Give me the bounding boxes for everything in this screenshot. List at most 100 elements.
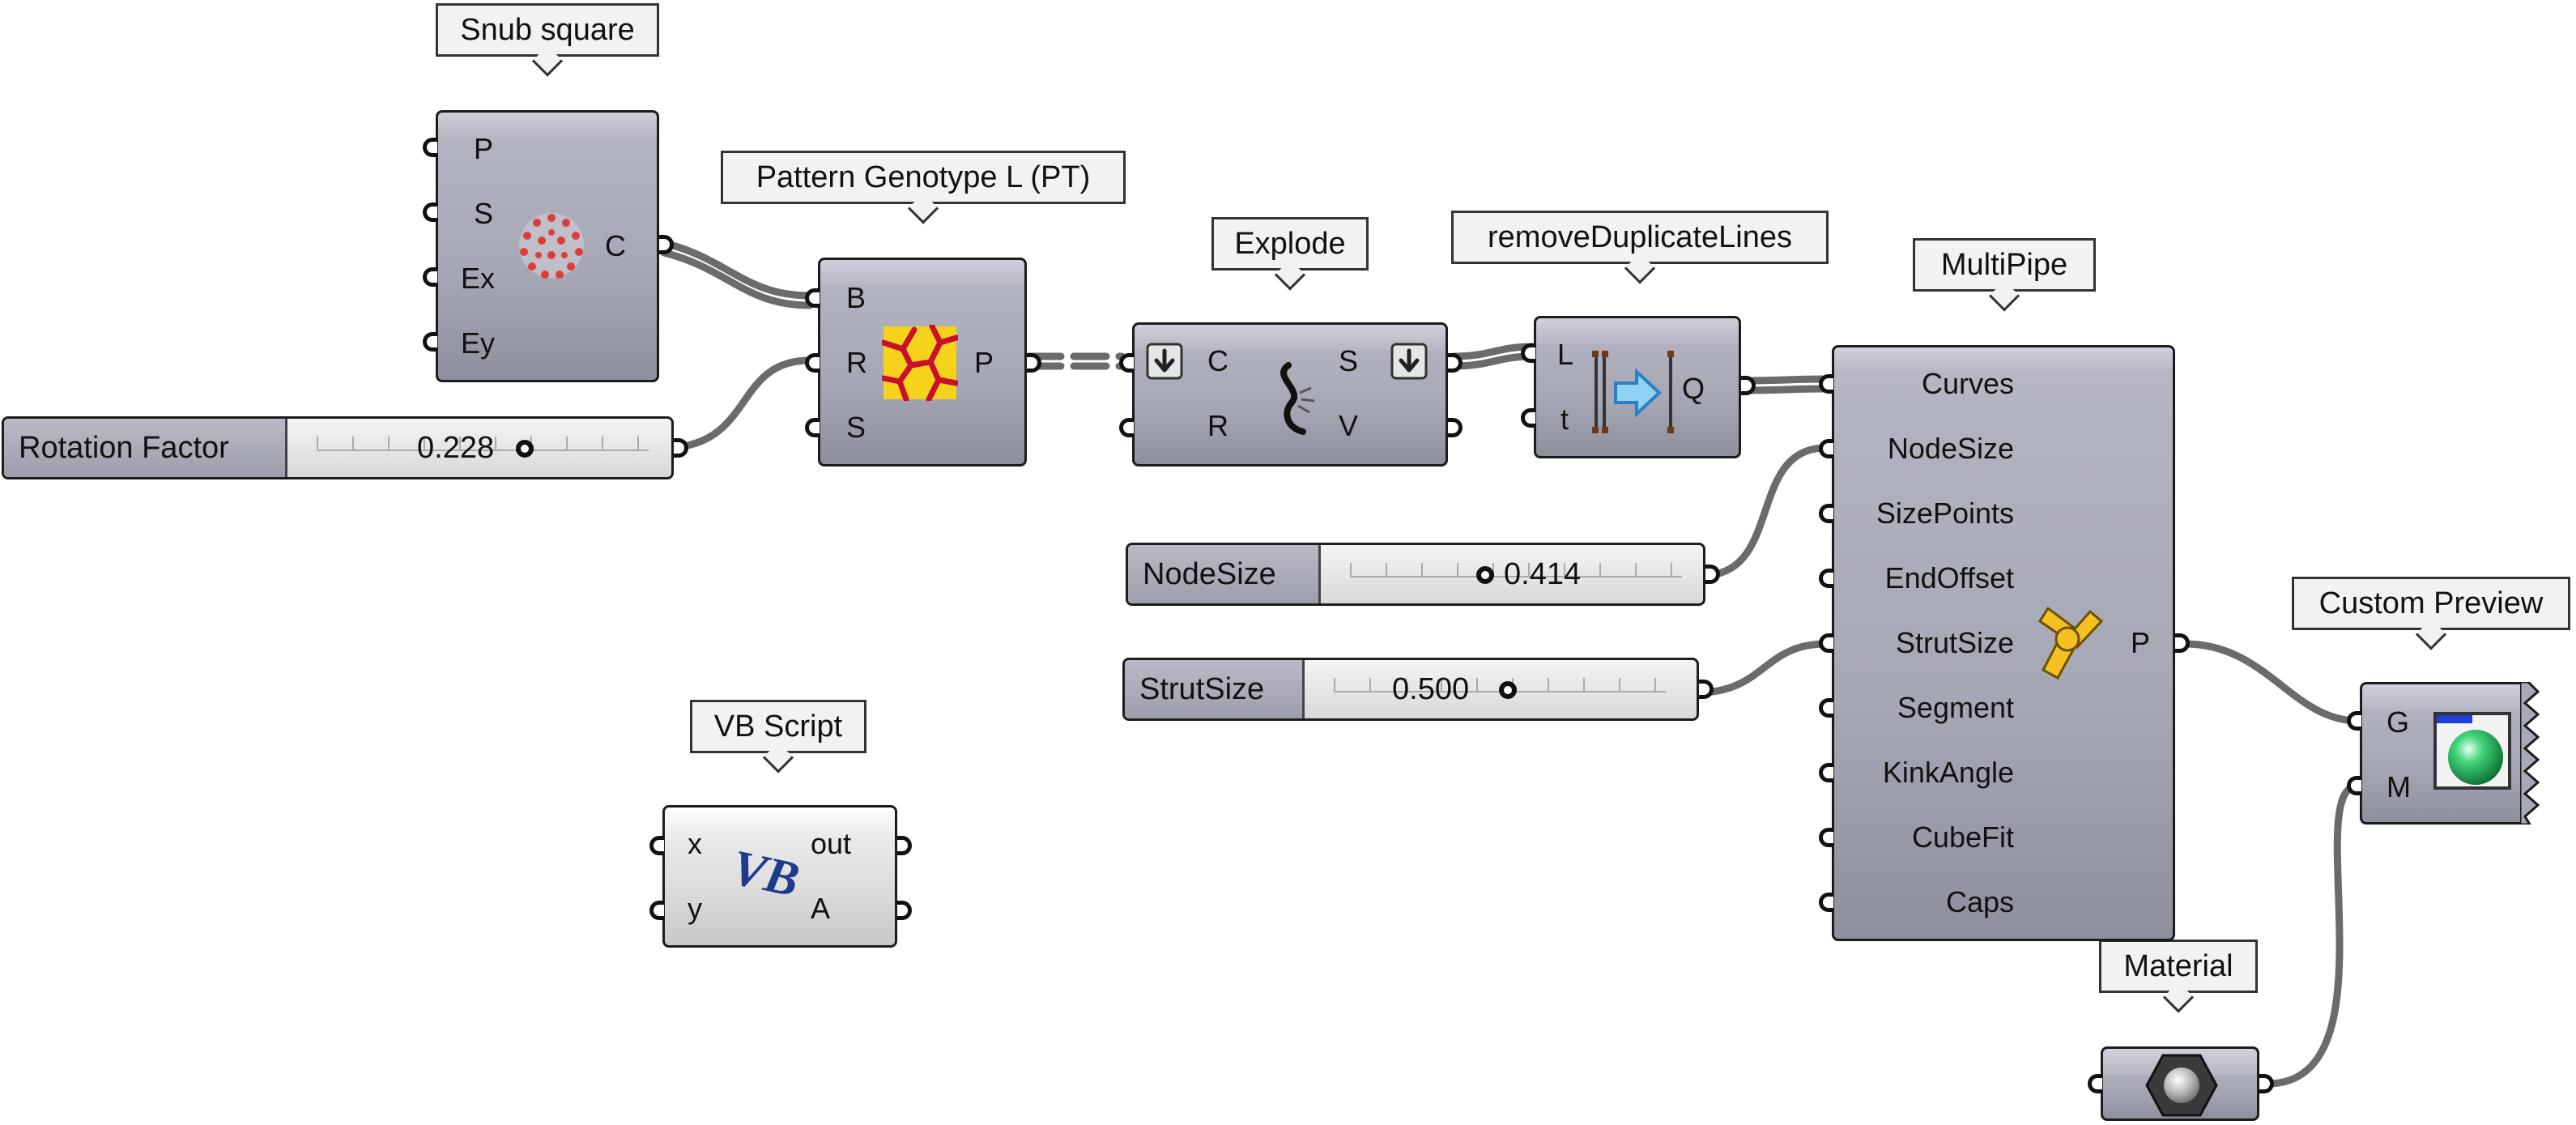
tag-snub-square: Snub square	[436, 3, 659, 57]
pattern-output-port-p[interactable]	[1027, 353, 1041, 373]
output-label-v: V	[1339, 409, 1359, 442]
input-label-g: G	[2387, 705, 2410, 739]
explode-output-port-s[interactable]	[1448, 353, 1463, 373]
preview-input-port-m[interactable]	[2347, 776, 2361, 795]
remove-duplicate-lines-component[interactable]: L t Q	[1534, 316, 1741, 458]
input-label-caps: Caps	[1945, 885, 2014, 918]
wire-rotation-to-pattern	[675, 356, 814, 451]
tag-pattern-genotype: Pattern Genotype L (PT)	[721, 151, 1126, 204]
vb-input-port-y[interactable]	[649, 901, 664, 920]
input-label-y: y	[688, 892, 702, 925]
snub-input-port-p[interactable]	[423, 138, 437, 157]
multipipe-input-port-kinkangle[interactable]	[1819, 763, 1833, 782]
snub-square-component[interactable]: P S Ex Ey C	[436, 110, 659, 382]
multipipe-input-port-segment[interactable]	[1819, 698, 1833, 718]
vb-logo-icon: VB	[727, 840, 804, 908]
multipipe-input-port-curves[interactable]	[1819, 374, 1833, 394]
input-label-kinkangle: KinkAngle	[1882, 756, 2014, 789]
rotation-slider-output-port[interactable]	[674, 438, 688, 458]
snub-input-port-s[interactable]	[423, 202, 437, 222]
slider-knob[interactable]	[1476, 566, 1494, 584]
pattern-input-port-r[interactable]	[805, 353, 820, 373]
input-label-endoffset: EndOffset	[1884, 561, 2014, 594]
explode-component[interactable]: C R S V	[1132, 322, 1448, 467]
pattern-genotype-component[interactable]: B R S P	[818, 258, 1027, 467]
multipipe-input-port-sizepoints[interactable]	[1819, 504, 1833, 523]
preview-torn-edge-icon	[2520, 682, 2540, 825]
vb-input-port-x[interactable]	[649, 836, 664, 855]
preview-sphere-icon	[2433, 712, 2511, 790]
input-label-l: L	[1557, 338, 1574, 371]
vb-output-port-out[interactable]	[897, 836, 912, 855]
multipipe-output-port-p[interactable]	[2175, 633, 2190, 653]
wire-nodesize-to-multipipe	[1706, 444, 1830, 579]
input-label-r: R	[846, 346, 867, 379]
tag-explode: Explode	[1211, 217, 1369, 271]
explode-icon	[1280, 362, 1315, 435]
vb-script-component[interactable]: x y VB out A	[662, 805, 897, 948]
slider-knob[interactable]	[1499, 681, 1517, 699]
multipipe-component[interactable]: Curves NodeSize SizePoints EndOffset Str…	[1832, 345, 2175, 941]
tag-remove-duplicate-lines: removeDuplicateLines	[1451, 211, 1829, 264]
strutsize-slider[interactable]: StrutSize 0.500	[1122, 658, 1699, 721]
output-label-c: C	[605, 229, 626, 262]
input-label-ey: Ey	[461, 326, 496, 360]
tag-material: Material	[2099, 940, 2258, 993]
slider-value: 0.500	[1392, 672, 1470, 706]
material-output-port[interactable]	[2259, 1074, 2274, 1093]
output-label-s: S	[1339, 344, 1359, 377]
snub-input-port-ex[interactable]	[423, 267, 437, 287]
expand-arrow-icon	[1390, 343, 1428, 380]
input-label-r: R	[1207, 409, 1228, 442]
explode-output-port-v[interactable]	[1448, 418, 1463, 437]
slider-ticks	[1350, 563, 1682, 577]
multipipe-input-port-caps[interactable]	[1819, 893, 1833, 912]
input-label-segment: Segment	[1897, 691, 2014, 724]
slider-name: StrutSize	[1125, 660, 1305, 718]
multipipe-input-port-cubefit[interactable]	[1819, 828, 1833, 847]
input-label-x: x	[688, 827, 702, 860]
material-component[interactable]	[2101, 1046, 2259, 1121]
explode-input-port-c[interactable]	[1119, 353, 1134, 373]
material-input-port[interactable]	[2088, 1074, 2102, 1093]
output-label-p: P	[2131, 626, 2151, 659]
strutsize-slider-output-port[interactable]	[1699, 680, 1714, 699]
multipipe-input-port-nodesize[interactable]	[1819, 439, 1833, 458]
remove-duplicate-lines-icon	[1592, 351, 1674, 433]
remove-input-port-l[interactable]	[1521, 343, 1535, 363]
nodesize-slider[interactable]: NodeSize 0.414	[1126, 543, 1705, 606]
output-label-a: A	[811, 892, 831, 925]
multipipe-icon	[2037, 606, 2104, 680]
remove-input-port-t[interactable]	[1521, 408, 1535, 428]
slider-ticks	[317, 437, 649, 451]
wire-material-to-preview	[2263, 782, 2362, 1088]
remove-output-port-q[interactable]	[1741, 376, 1756, 395]
output-label-p: P	[974, 346, 994, 379]
preview-input-port-g[interactable]	[2347, 711, 2361, 731]
svg-text:VB: VB	[727, 840, 804, 908]
slider-track[interactable]: 0.500	[1305, 660, 1697, 718]
input-label-c: C	[1207, 344, 1228, 377]
pattern-input-port-s[interactable]	[805, 418, 820, 437]
custom-preview-component[interactable]: G M	[2360, 682, 2522, 825]
pattern-input-port-b[interactable]	[805, 288, 820, 308]
vb-output-port-a[interactable]	[897, 901, 912, 920]
nodesize-slider-output-port[interactable]	[1705, 565, 1720, 584]
input-label-ex: Ex	[461, 262, 496, 295]
slider-knob[interactable]	[516, 440, 534, 458]
input-label-nodesize: NodeSize	[1887, 432, 2014, 465]
multipipe-input-port-strutsize[interactable]	[1819, 633, 1833, 653]
tag-custom-preview: Custom Preview	[2292, 577, 2570, 630]
explode-input-port-r[interactable]	[1119, 418, 1134, 437]
tag-vb-script: VB Script	[690, 700, 866, 753]
wire-multipipe-to-preview	[2181, 640, 2362, 725]
multipipe-input-port-endoffset[interactable]	[1819, 569, 1833, 588]
expand-arrow-icon	[1146, 343, 1183, 380]
input-label-b: B	[846, 281, 866, 314]
wire-snub-to-pattern	[660, 239, 814, 300]
slider-track[interactable]: 0.228	[287, 419, 671, 477]
snub-input-port-ey[interactable]	[423, 332, 437, 352]
snub-output-port-c[interactable]	[659, 235, 674, 254]
slider-track[interactable]: 0.414	[1321, 545, 1703, 603]
rotation-factor-slider[interactable]: Rotation Factor 0.228	[2, 416, 674, 479]
